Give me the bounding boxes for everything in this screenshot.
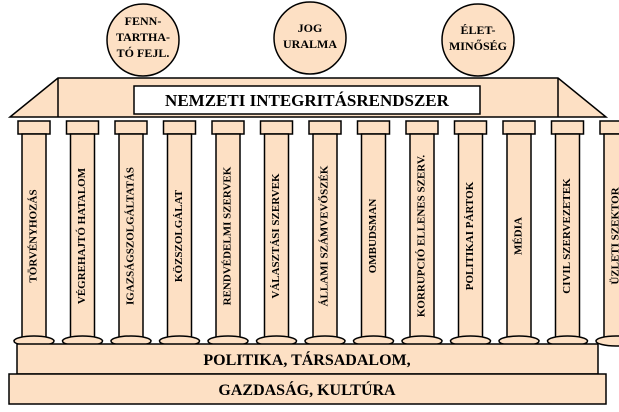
pillar: ÁLLAMI SZÁMVEVŐSZÉK: [304, 120, 346, 347]
pillar-label: ÜZLETI SZEKTOR: [609, 186, 619, 284]
pillar-label: RENDVÉDELMI SZERVEK: [222, 166, 234, 305]
pillar-shaft: [312, 133, 338, 339]
goal-1-line-1: FENN-: [125, 14, 162, 28]
goal-3-line-2: MINŐSÉG: [449, 38, 507, 53]
pillar: CIVIL SZERVEZETEK: [546, 120, 589, 347]
pillar-base: [595, 335, 619, 347]
pillar-label: POLITIKAI PÁRTOK: [464, 181, 476, 290]
pillar-capital: [17, 120, 51, 135]
goal-1-line-3: TÓ FEJL.: [117, 46, 170, 60]
pillar-capital: [162, 120, 197, 135]
pillar-shaft: [166, 133, 193, 339]
pillar-capital: [405, 120, 439, 135]
goal-circles: FENN- TARTHA- TÓ FEJL. JOG URALMA ÉLET- …: [106, 1, 515, 77]
pillar-label: VÉGREHAJTÓ HATALOM: [76, 167, 88, 304]
pillar-capital: [550, 120, 585, 135]
pillar-capital: [356, 120, 391, 135]
foundation-upper-slab: [16, 343, 599, 375]
pillar-label: CIVIL SZERVEZETEK: [561, 178, 573, 294]
pillars: TÖRVÉNYHOZÁS VÉGREHAJTÓ HATALOM IGAZSÁGSZO…: [13, 120, 619, 347]
pillar: OMBUDSMAN: [352, 120, 395, 347]
pillar: TÖRVÉNYHOZÁS: [13, 120, 55, 347]
pillar-label: MÉDIA: [513, 217, 525, 255]
pillar-shaft: [21, 133, 47, 339]
pillar: MÉDIA: [498, 120, 540, 347]
pillar-capital: [114, 120, 148, 135]
pillar-label: TÖRVÉNYHOZÁS: [27, 189, 40, 282]
pillar: VÉGREHAJTÓ HATALOM: [61, 120, 104, 347]
pillar-capital: [65, 120, 100, 135]
goal-1-line-2: TARTHA-: [116, 30, 170, 44]
roof: NEMZETI INTEGRITÁSRENDSZER: [7, 77, 609, 118]
pillar-capital: [211, 120, 245, 135]
foundation-lower-text: GAZDASÁG, KULTÚRA: [218, 380, 396, 399]
pillar: VÁLASZTÁSI SZERVEK: [255, 120, 298, 347]
diagram-title: NEMZETI INTEGRITÁSRENDSZER: [165, 91, 450, 110]
pillar-capital: [259, 120, 294, 135]
pillar: POLITIKAI PÁRTOK: [449, 120, 492, 347]
pillar-capital: [502, 120, 536, 135]
pillar: KÖZSZOLGÁLAT: [158, 120, 201, 347]
pillar-label: KÖZSZOLGÁLAT: [172, 189, 185, 282]
pillar-shaft: [263, 133, 290, 339]
pillar-shaft: [360, 133, 387, 339]
goal-3-line-1: ÉLET-: [461, 23, 496, 37]
foundation-upper-text: POLITIKA, TÁRSADALOM,: [203, 350, 410, 369]
pillar-capital: [599, 120, 619, 135]
goal-rule-of-law: JOG URALMA: [273, 1, 347, 75]
goal-2-line-1: JOG: [298, 21, 323, 35]
pillar-label: VÁLASZTÁSI SZERVEK: [270, 173, 282, 299]
pillar: IGAZSÁGSZOLGÁLTATÁS: [110, 120, 152, 347]
pillar: RENDVÉDELMI SZERVEK: [207, 120, 249, 347]
pillar-shaft: [215, 133, 241, 339]
pillar-label: OMBUDSMAN: [367, 199, 379, 274]
goal-sustainable-development: FENN- TARTHA- TÓ FEJL.: [106, 3, 180, 77]
pillar-capital: [308, 120, 342, 135]
pillar-shaft: [409, 133, 435, 339]
goal-2-line-2: URALMA: [283, 37, 337, 51]
title-box: [133, 85, 481, 115]
pillar-shaft: [118, 133, 144, 339]
pillar-label: IGAZSÁGSZOLGÁLTATÁS: [125, 167, 137, 305]
foundation-lower-slab: [8, 373, 607, 405]
pillar-label: ÁLLAMI SZÁMVEVŐSZÉK: [319, 165, 331, 306]
pillar: KORRUPCIÓ ELLENES SZERV.: [401, 120, 443, 347]
pillar-shaft: [457, 133, 484, 339]
pillar-label: KORRUPCIÓ ELLENES SZERV.: [416, 155, 428, 318]
foundation: POLITIKA, TÁRSADALOM, GAZDASÁG, KULTÚRA: [8, 343, 607, 405]
goal-quality-of-life: ÉLET- MINŐSÉG: [441, 3, 515, 77]
pillar: ÜZLETI SZEKTOR: [595, 120, 619, 347]
pillar-capital: [453, 120, 488, 135]
